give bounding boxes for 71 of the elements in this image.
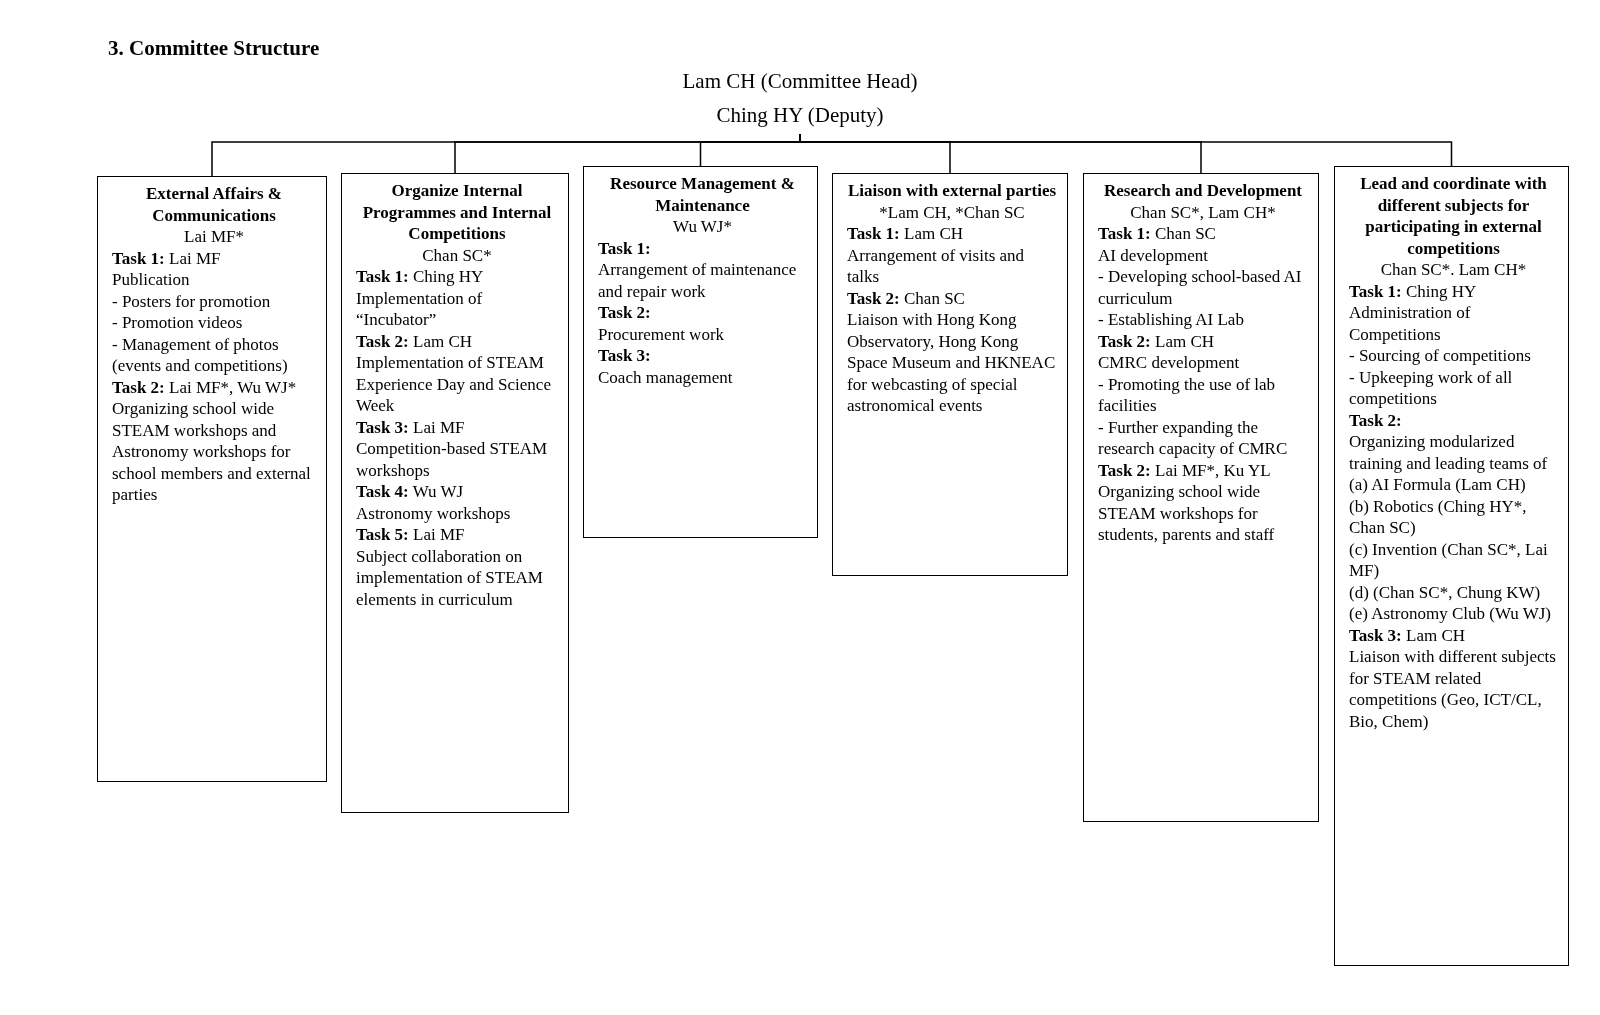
box-heading: Lead and coordinate with different subjects for participating in external competitions [1359,173,1548,259]
task-text: Coach management [598,366,734,388]
task-text: Task 2: Lam CH [356,330,474,352]
task-text: (e) Astronomy Club (Wu WJ) [1349,603,1553,625]
task-text: Administration of Competitions [1349,302,1472,345]
task-text: - Sourcing of competitions [1349,345,1532,367]
task-text: Task 5: Lai MF [356,524,466,546]
task-text: (c) Invention (Chan SC*, Lai MF) [1349,538,1549,582]
task-text: Task 2: Lam CH [1098,330,1216,352]
task-text: Task 1: Lai MF [112,247,222,269]
head-name: Lam CH (Committee Head) [681,68,919,95]
task-text: (b) Robotics (Ching HY*, Chan SC) [1349,495,1528,539]
committee-box [1334,166,1569,966]
committee-box [1083,173,1319,822]
task-text: Task 2: Chan SC [847,287,966,309]
box-heading: External Affairs & Communications [145,183,283,226]
task-text: Organizing modularized training and leading teams of [1349,431,1549,474]
task-text: Astronomy workshops [356,502,512,524]
task-text: Task 1: Chan SC [1098,223,1217,245]
task-text: Arrangement of maintenance and repair work [598,259,798,302]
task-text: AI development [1098,244,1209,266]
task-text: Task 4: Wu WJ [356,481,465,503]
task-text: Implementation of “Incubator” [356,287,484,331]
task-text: Organizing school wide STEAM workshops and Astronomy workshops for school members and external parties [112,398,312,506]
task-text: - Further expanding the research capacity of CMRC [1098,416,1289,460]
task-text: - Management of photos (events and competitions) [112,333,289,377]
title: 3. Committee Structure [108,36,320,61]
task-text: (a) AI Formula (Lam CH) [1349,474,1527,496]
task-text: Task 2: [598,302,652,324]
task-text: Organizing school wide STEAM workshops for students, parents and staff [1098,481,1276,546]
person-names: Chan SC*, Lam CH* [1129,201,1277,223]
task-text: - Establishing AI Lab [1098,309,1245,331]
committee-box [832,173,1068,576]
committee-box [341,173,569,813]
task-text: - Posters for promotion [112,290,272,312]
task-text: - Upkeeping work of all competitions [1349,366,1514,410]
task-text: Task 2: Lai MF*, Wu WJ* [112,376,298,398]
task-text: Competition-based STEAM workshops [356,438,549,481]
task-text: - Developing school-based AI curriculum [1098,266,1303,309]
box-heading: Liaison with external parties [847,180,1057,202]
task-text: Task 3: [598,345,652,367]
box-heading: Research and Development [1103,180,1303,202]
task-text: Task 3: Lam CH [1349,624,1467,646]
task-text: Procurement work [598,323,726,345]
task-text: - Promoting the use of lab facilities [1098,373,1277,417]
person-names: Chan SC* [421,244,493,266]
task-text: Implementation of STEAM Experience Day and Science Week [356,352,552,417]
person-names: Lai MF* [183,226,245,248]
committee-box [97,176,327,782]
task-text: Task 2: Lai MF*, Ku YL [1098,459,1272,481]
person-names: Chan SC*. Lam CH* [1379,259,1528,281]
box-heading: Resource Management & Maintenance [609,173,796,216]
task-text: Task 3: Lai MF [356,416,466,438]
person-names: Wu WJ* [672,216,733,238]
task-text: (d) (Chan SC*, Chung KW) [1349,581,1542,603]
task-text: Liaison with different subjects for STEAM related competitions (Geo, ICT/CL, Bio, Chem) [1349,646,1557,732]
committee-box [583,166,818,538]
task-text: Task 1: Lam CH [847,223,965,245]
task-text: Task 2: [1349,409,1403,431]
head-name: Ching HY (Deputy) [715,102,885,129]
task-text: Publication [112,269,191,291]
task-text: Subject collaboration on implementation of STEAM elements in curriculum [356,545,544,610]
task-text: Task 1: Ching HY [1349,280,1478,302]
task-text: Liaison with Hong Kong Observatory, Hong Kong Space Museum and HKNEAC for webcasting of special astronomical events [847,309,1057,417]
task-text: Arrangement of visits and talks [847,244,1026,288]
person-names: *Lam CH, *Chan SC [878,201,1026,223]
box-heading: Organize Internal Programmes and Internal Competitions [361,180,553,245]
task-text: CMRC development [1098,352,1241,374]
task-text: - Promotion videos [112,312,244,334]
task-text: Task 1: Ching HY [356,266,485,288]
task-text: Task 1: [598,237,652,259]
